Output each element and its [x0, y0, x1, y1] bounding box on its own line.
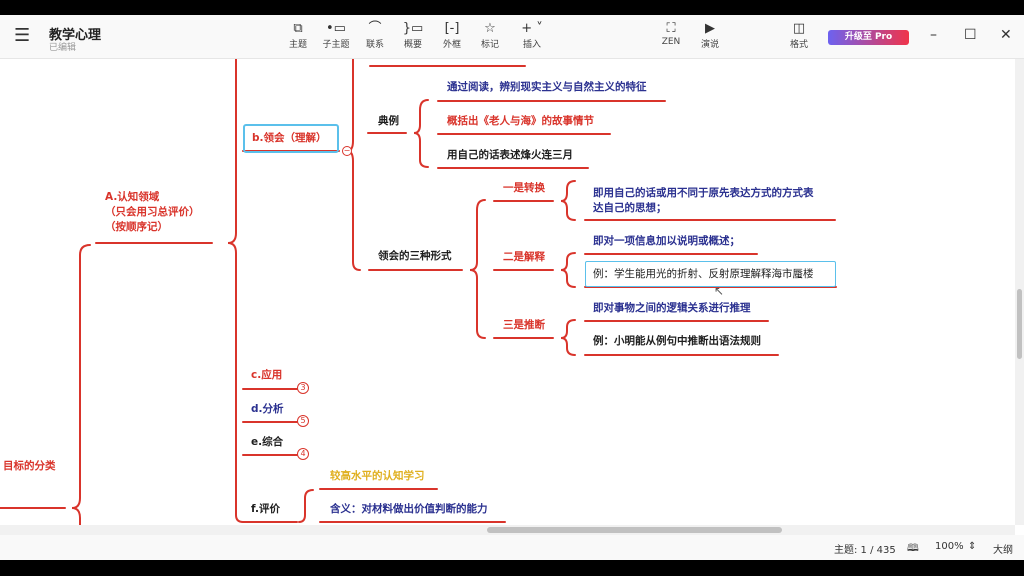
label: 插入: [522, 40, 541, 50]
present-button[interactable]: ▶ 演说: [690, 21, 730, 50]
topic-form-translation[interactable]: 一是转换: [503, 182, 545, 194]
play-icon: ▶: [705, 21, 715, 36]
panel-icon: ◫: [792, 21, 806, 36]
outline-button[interactable]: 大纲: [993, 545, 1013, 556]
connector-lines: [0, 59, 837, 525]
save-status: 已编辑: [49, 43, 77, 53]
topic-line: A.认知领域: [105, 191, 160, 203]
marker-button[interactable]: ☆ 标记: [470, 21, 510, 50]
scroll-thumb[interactable]: [1017, 289, 1022, 359]
example-item[interactable]: 用自己的话表述烽火连三月: [447, 149, 573, 161]
evaluation-level[interactable]: 较高水平的认知学习: [330, 470, 425, 482]
relation-button[interactable]: ⌒ 联系: [355, 21, 395, 50]
topic-cognitive-domain[interactable]: A.认知领域 （只会用习总评价） （按顺序记）: [105, 190, 200, 235]
evaluation-meaning[interactable]: 含义：对材料做出价值判断的能力: [330, 503, 488, 515]
plus-icon: + ˅: [521, 21, 543, 36]
example-item[interactable]: 通过阅读，辨别现实主义与自然主义的特征: [447, 81, 647, 93]
label: 演说: [700, 40, 719, 50]
subtopic-button[interactable]: •▭ 子主题: [316, 21, 356, 50]
form-description[interactable]: 即用自己的话或用不同于原先表达方式的方式表达自己的思想；: [593, 186, 814, 216]
star-icon: ☆: [484, 21, 496, 36]
form-description[interactable]: 即对一项信息加以说明或概述；: [593, 235, 740, 247]
topic-application[interactable]: c.应用: [251, 369, 283, 381]
topic-analysis[interactable]: d.分析: [251, 403, 284, 415]
text-line: 即用自己的话或用不同于原先表达方式的方式表: [593, 187, 814, 199]
app-window: ☰ 教学心理 已编辑 ⧉主题 •▭子主题 ⌒联系 }▭概要 [-]外框 ☆标记 …: [0, 15, 1024, 560]
maximize-icon[interactable]: ☐: [964, 27, 977, 43]
zen-button[interactable]: ⛶ZEN: [651, 21, 691, 47]
topic-icon: ⧉: [293, 21, 303, 36]
format-button[interactable]: ◫ 格式: [779, 21, 819, 50]
boundary-button[interactable]: [-] 外框: [432, 21, 472, 50]
upgrade-button[interactable]: 升级至 Pro: [828, 30, 909, 45]
collapse-icon[interactable]: −: [342, 146, 352, 156]
close-icon[interactable]: ✕: [1000, 27, 1012, 43]
scroll-thumb[interactable]: [487, 527, 782, 533]
collapsed-count-badge[interactable]: 3: [297, 382, 309, 394]
menu-icon[interactable]: ☰: [14, 25, 31, 46]
topic-line: （只会用习总评价）: [105, 206, 200, 218]
status-bar: 主题: 1 / 435 🕮 100% ⇕ 大纲: [0, 535, 1024, 560]
collapsed-count-badge[interactable]: 5: [297, 415, 309, 427]
text-line: 达自己的思想；: [593, 202, 667, 214]
topic-synthesis[interactable]: e.综合: [251, 436, 284, 448]
label: 概要: [403, 40, 422, 50]
label: ZEN: [661, 37, 681, 47]
summary-icon: }▭: [402, 21, 424, 36]
relation-icon: ⌒: [368, 21, 382, 36]
zoom-stepper-icon[interactable]: ⇕: [968, 541, 977, 552]
topic-button[interactable]: ⧉ 主题: [278, 21, 318, 50]
label: 标记: [480, 40, 499, 50]
selected-topic-box[interactable]: [243, 124, 339, 153]
subtopic-icon: •▭: [326, 21, 346, 36]
label: 主题: [288, 40, 307, 50]
hover-topic-box[interactable]: [585, 261, 836, 287]
topic-form-inference[interactable]: 三是推断: [503, 319, 545, 331]
zoom-level[interactable]: 100%: [935, 541, 964, 552]
example-item[interactable]: 概括出《老人与海》的故事情节: [447, 115, 594, 127]
topic-count: 主题: 1 / 435: [834, 545, 896, 556]
label: 子主题: [322, 40, 350, 50]
document-title[interactable]: 教学心理: [49, 28, 102, 43]
label: 联系: [365, 40, 384, 50]
topic-comprehension[interactable]: b.领会（理解）: [252, 132, 327, 144]
minimize-icon[interactable]: –: [930, 27, 937, 43]
topic-evaluation[interactable]: f.评价: [251, 503, 280, 515]
horizontal-scrollbar[interactable]: [0, 525, 1015, 535]
insert-button[interactable]: + ˅ 插入: [512, 21, 552, 50]
toolbar: ☰ 教学心理 已编辑 ⧉主题 •▭子主题 ⌒联系 }▭概要 [-]外框 ☆标记 …: [0, 15, 1024, 59]
topic-examples[interactable]: 典例: [378, 115, 399, 127]
collapsed-count-badge[interactable]: 4: [297, 448, 309, 460]
mindmap-canvas[interactable]: 目标的分类 A.认知领域 （只会用习总评价） （按顺序记） b.领会（理解） −…: [0, 59, 1015, 525]
boundary-icon: [-]: [444, 21, 460, 36]
topic-form-interpretation[interactable]: 二是解释: [503, 251, 545, 263]
label: 外框: [442, 40, 461, 50]
mouse-cursor-icon: ↖: [714, 284, 725, 298]
form-description[interactable]: 即对事物之间的逻辑关系进行推理: [593, 302, 751, 314]
label: 格式: [789, 40, 808, 50]
root-topic[interactable]: 目标的分类: [3, 460, 56, 472]
vertical-scrollbar[interactable]: [1015, 59, 1024, 525]
form-example[interactable]: 例：小明能从例句中推断出语法规则: [593, 335, 761, 347]
topic-line: （按顺序记）: [105, 221, 168, 233]
summary-button[interactable]: }▭ 概要: [393, 21, 433, 50]
topic-three-forms[interactable]: 领会的三种形式: [378, 250, 452, 262]
form-example[interactable]: 例：学生能用光的折射、反射原理解释海市蜃楼: [593, 268, 814, 280]
book-icon[interactable]: 🕮: [907, 543, 919, 554]
fullscreen-icon: ⛶: [666, 21, 676, 36]
